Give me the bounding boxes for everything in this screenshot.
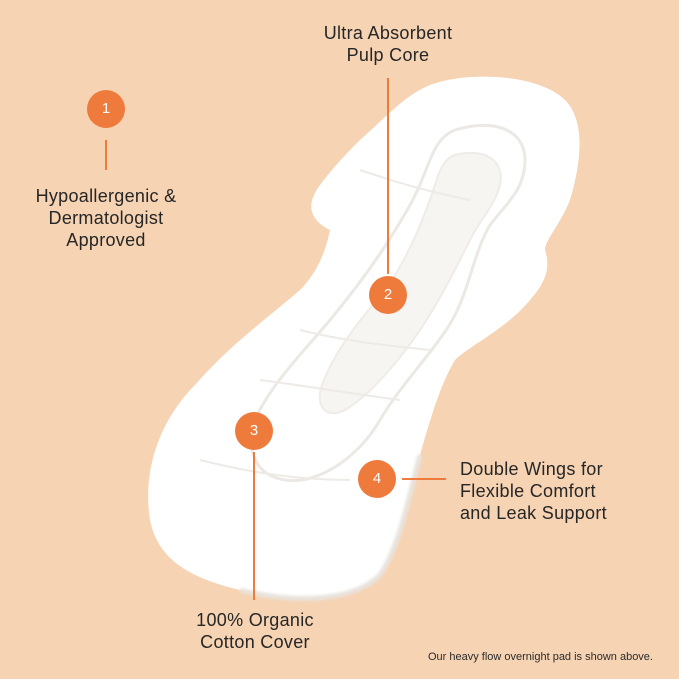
feature-label-3-line1: 100% Organic xyxy=(196,610,314,630)
feature-number-badge-4: 4 xyxy=(358,460,396,498)
feature-label-2-line1: Ultra Absorbent xyxy=(323,23,453,43)
feature-connector-line-4 xyxy=(402,478,446,480)
feature-label-2: Ultra Absorbent Pulp Core xyxy=(288,22,488,66)
feature-label-4-line3: and Leak Support xyxy=(460,503,607,523)
feature-label-1-line1: Hypoallergenic & xyxy=(35,186,177,206)
feature-label-1-line2: Dermatologist xyxy=(48,208,164,228)
feature-label-4-line1: Double Wings for xyxy=(460,459,603,479)
feature-label-3-line2: Cotton Cover xyxy=(200,632,310,652)
feature-number-badge-3: 3 xyxy=(235,412,273,450)
feature-label-4-line2: Flexible Comfort xyxy=(460,481,596,501)
feature-connector-line-2 xyxy=(387,78,389,274)
feature-label-1-line3: Approved xyxy=(66,230,146,250)
feature-number-badge-1: 1 xyxy=(87,90,125,128)
feature-connector-line-1 xyxy=(105,140,107,170)
feature-label-3: 100% Organic Cotton Cover xyxy=(155,609,355,653)
feature-label-4: Double Wings for Flexible Comfort and Le… xyxy=(460,458,670,524)
feature-label-2-line2: Pulp Core xyxy=(346,45,430,65)
footnote-text: Our heavy flow overnight pad is shown ab… xyxy=(427,651,653,663)
feature-number-badge-2: 2 xyxy=(369,276,407,314)
feature-connector-line-3 xyxy=(253,452,255,600)
feature-label-1: Hypoallergenic & Dermatologist Approved xyxy=(6,185,206,251)
